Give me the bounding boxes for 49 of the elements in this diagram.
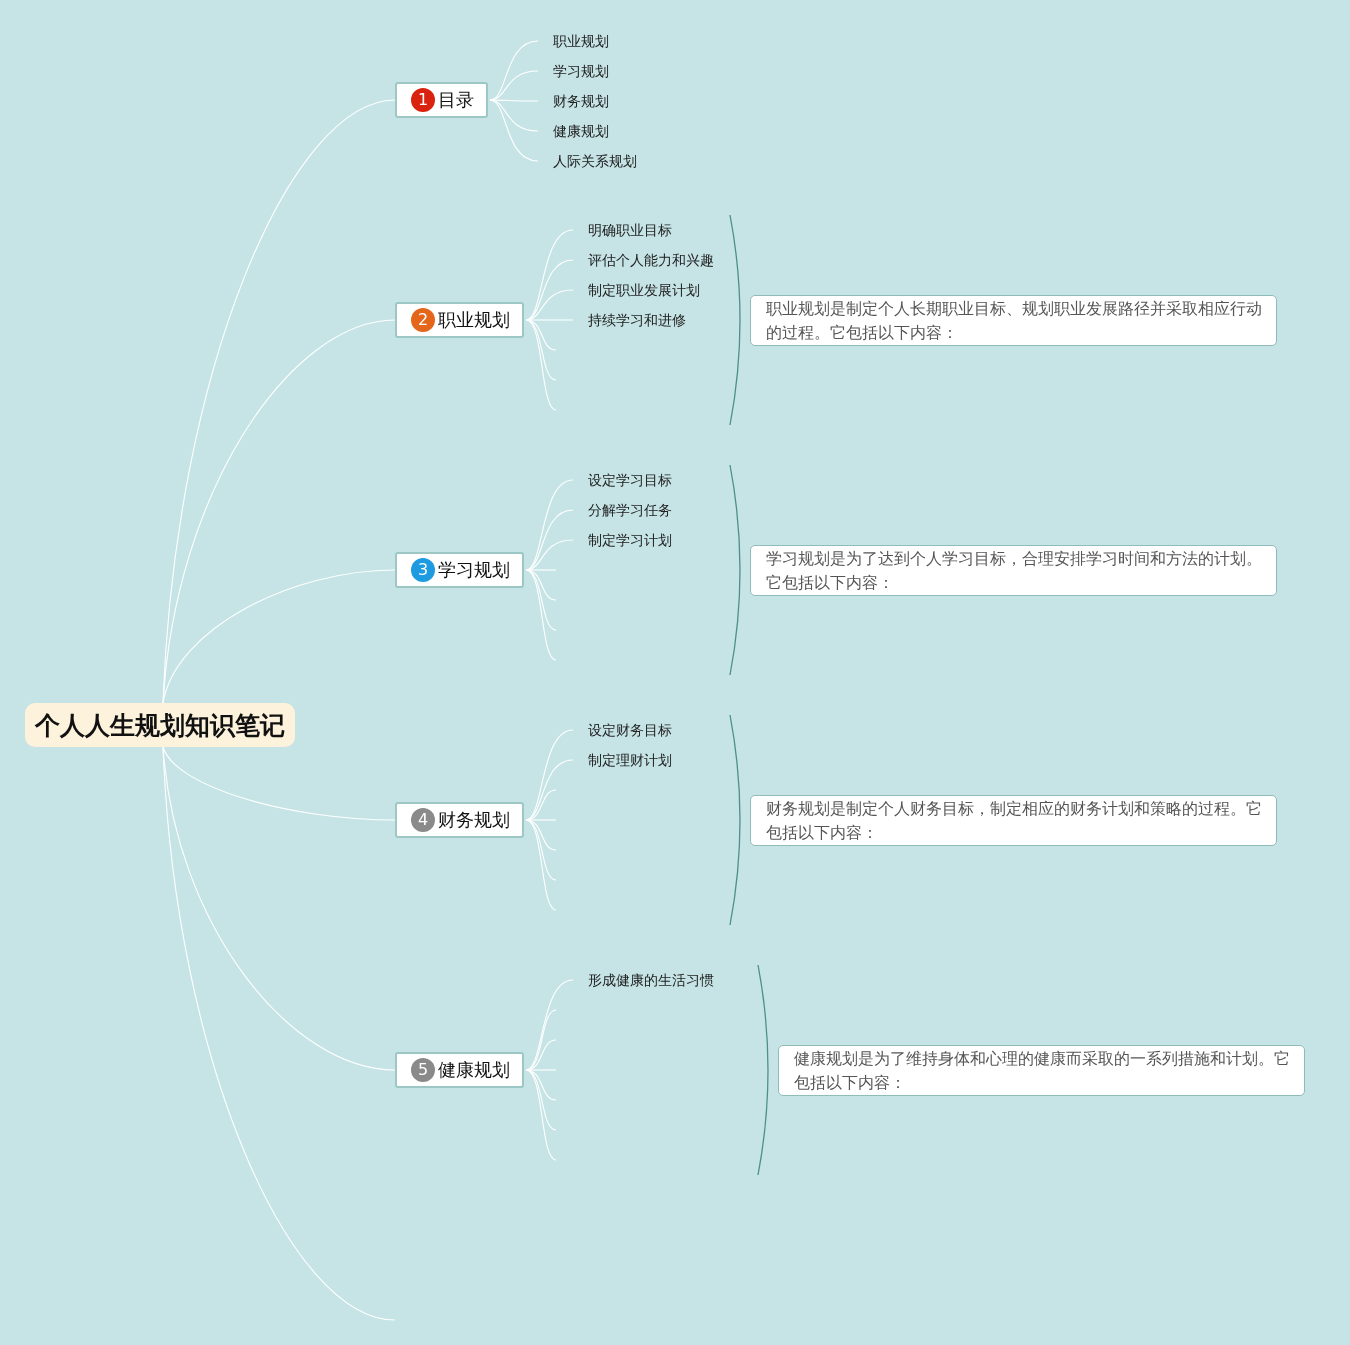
branch-line: [525, 819, 557, 911]
number-badge: 2: [411, 308, 435, 332]
topic-box: [395, 802, 524, 838]
number-badge: 3: [411, 558, 435, 582]
subtopic-text: 分解学习任务: [573, 502, 672, 518]
branch-line: [162, 319, 396, 704]
note-box: 学习规划是为了达到个人学习目标，合理安排学习时间和方法的计划。它包括以下内容：: [750, 545, 1277, 596]
subtopic-text: 制定学习计划: [573, 532, 672, 548]
branch-line: [525, 319, 557, 411]
central-topic: 个人人生规划知识笔记: [25, 703, 295, 747]
branch-line: [162, 746, 396, 1321]
topic-box: [395, 302, 524, 338]
branch-line: [162, 746, 396, 821]
topic-box: [395, 82, 488, 118]
branch-line: [525, 1069, 557, 1161]
subtopic-text: 制定理财计划: [573, 752, 672, 768]
branch-line: [162, 569, 396, 704]
topic-box: [395, 1052, 524, 1088]
note-box: 职业规划是制定个人长期职业目标、规划职业发展路径并采取相应行动的过程。它包括以下内容：: [750, 295, 1277, 346]
subtopic-text: 制定职业发展计划: [573, 282, 700, 298]
subtopic-text: 设定财务目标: [573, 722, 672, 738]
note-box: 财务规划是制定个人财务目标，制定相应的财务计划和策略的过程。它包括以下内容：: [750, 795, 1277, 846]
note-box: 健康规划是为了维持身体和心理的健康而采取的一系列措施和计划。它包括以下内容：: [778, 1045, 1305, 1096]
subtopic-text: 明确职业目标: [573, 222, 672, 238]
subtopic-text: 设定学习目标: [573, 472, 672, 488]
subtopic-text: 形成健康的生活习惯: [573, 972, 714, 988]
branch-line: [525, 729, 574, 821]
subtopic-text: 财务规划: [538, 93, 609, 109]
topic-label: 目录: [438, 88, 474, 112]
number-badge: 1: [411, 88, 435, 112]
branch-line: [525, 479, 574, 571]
branch-line: [525, 569, 557, 661]
topic-label: 学习规划: [438, 558, 510, 582]
topic-label: 职业规划: [438, 308, 510, 332]
topic-box: [395, 552, 524, 588]
topic-label: 健康规划: [438, 1058, 510, 1082]
number-badge: 4: [411, 808, 435, 832]
branch-line: [489, 99, 539, 162]
subtopic-text: 学习规划: [538, 63, 609, 79]
subtopic-text: 健康规划: [538, 123, 609, 139]
branch-line: [525, 979, 574, 1071]
branch-line: [525, 229, 574, 321]
subtopic-text: 评估个人能力和兴趣: [573, 252, 714, 268]
subtopic-text: 职业规划: [538, 33, 609, 49]
subtopic-text: 人际关系规划: [538, 153, 637, 169]
subtopic-text: 持续学习和进修: [573, 312, 686, 328]
branch-line: [162, 99, 396, 704]
topic-label: 财务规划: [438, 808, 510, 832]
number-badge: 5: [411, 1058, 435, 1082]
